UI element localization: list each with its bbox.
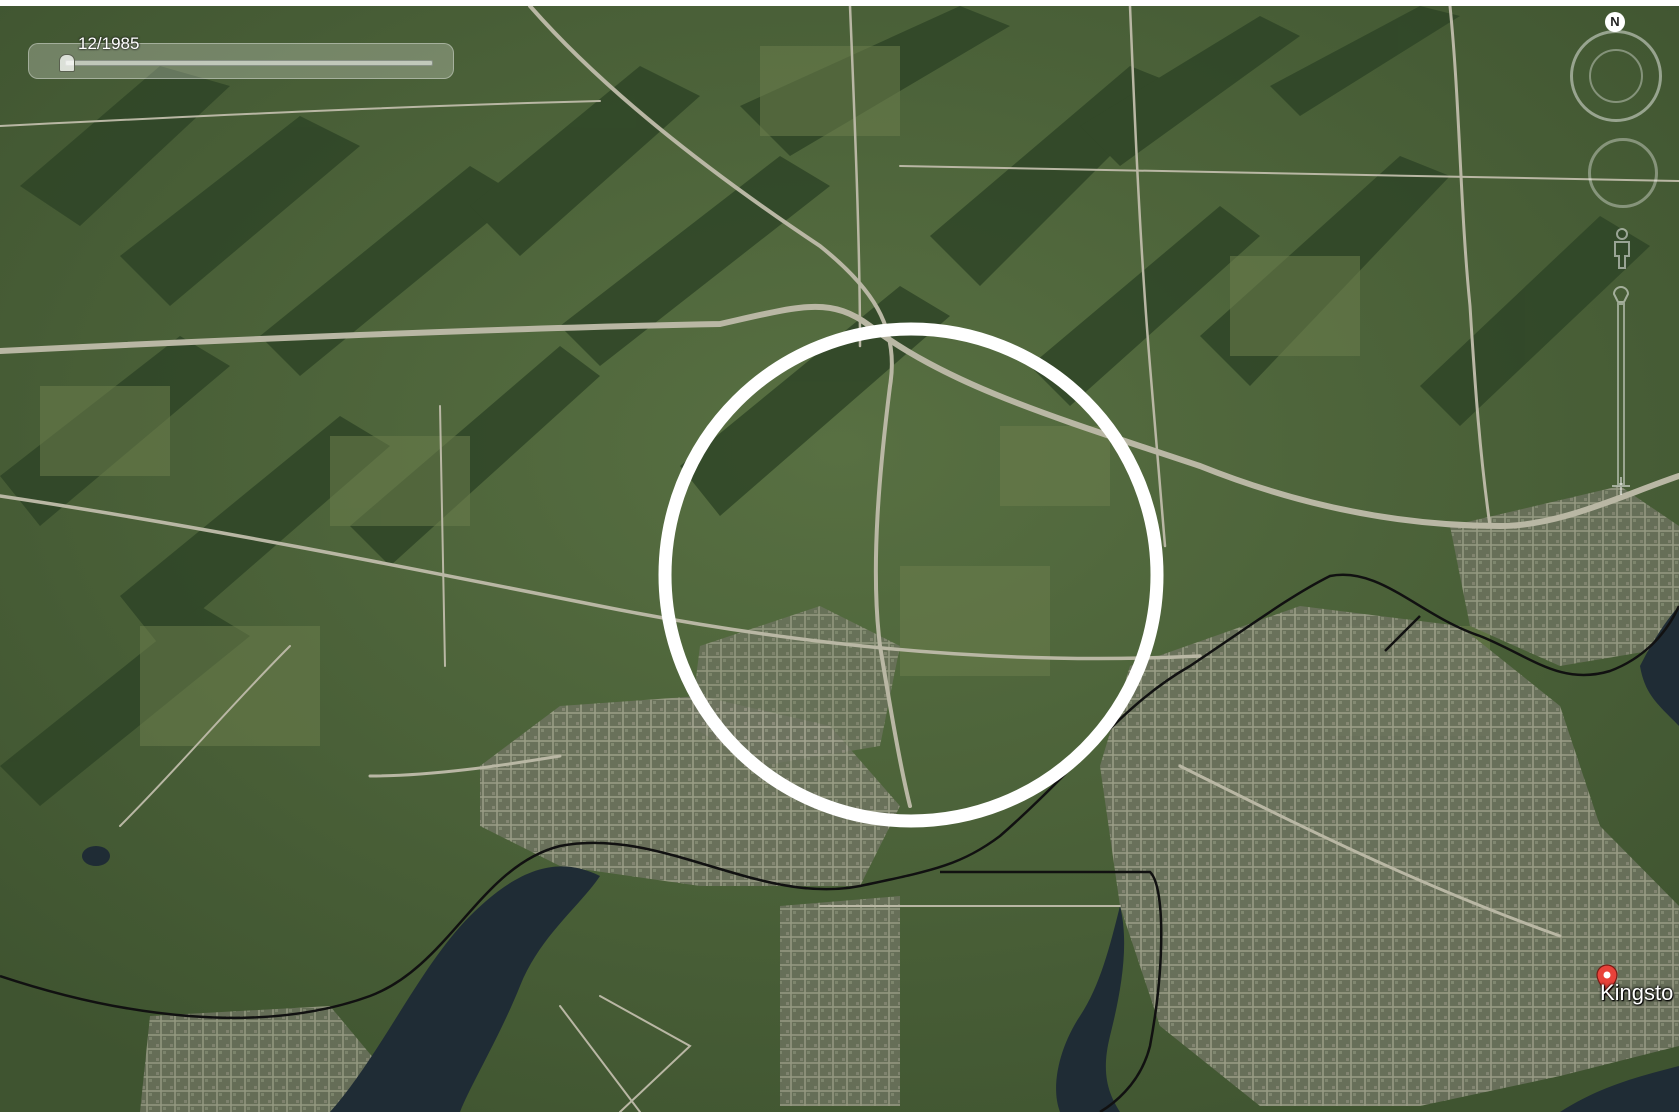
- time-slider-thumb[interactable]: [59, 54, 75, 72]
- zoom-in-icon[interactable]: [1612, 286, 1630, 303]
- zoom-slider-icon[interactable]: [1606, 280, 1636, 510]
- navigation-controls: N: [1560, 12, 1679, 532]
- satellite-imagery[interactable]: [0, 6, 1679, 1112]
- compass-inner-ring[interactable]: [1589, 49, 1643, 103]
- place-label[interactable]: Kingsto: [1600, 980, 1674, 1005]
- urban-areas: [140, 486, 1679, 1112]
- railway: [0, 573, 1679, 1112]
- historical-imagery-slider[interactable]: [28, 43, 454, 79]
- time-slider-track[interactable]: [65, 60, 433, 66]
- satellite-map[interactable]: 12/1985 N Kingsto: [0, 6, 1679, 1112]
- fields: [40, 46, 1490, 746]
- zoom-out-icon[interactable]: [1612, 477, 1630, 495]
- highlight-circle: [658, 322, 1164, 828]
- imagery-date-label: 12/1985: [78, 34, 140, 53]
- roads: [0, 6, 1679, 1112]
- map-pin-icon[interactable]: [1596, 964, 1618, 996]
- look-joystick-icon[interactable]: [1588, 138, 1658, 208]
- water-bodies: [82, 606, 1679, 1112]
- pegman-icon[interactable]: [1612, 228, 1632, 270]
- zoom-track[interactable]: [1617, 303, 1625, 485]
- compass-north-label[interactable]: N: [1605, 12, 1625, 32]
